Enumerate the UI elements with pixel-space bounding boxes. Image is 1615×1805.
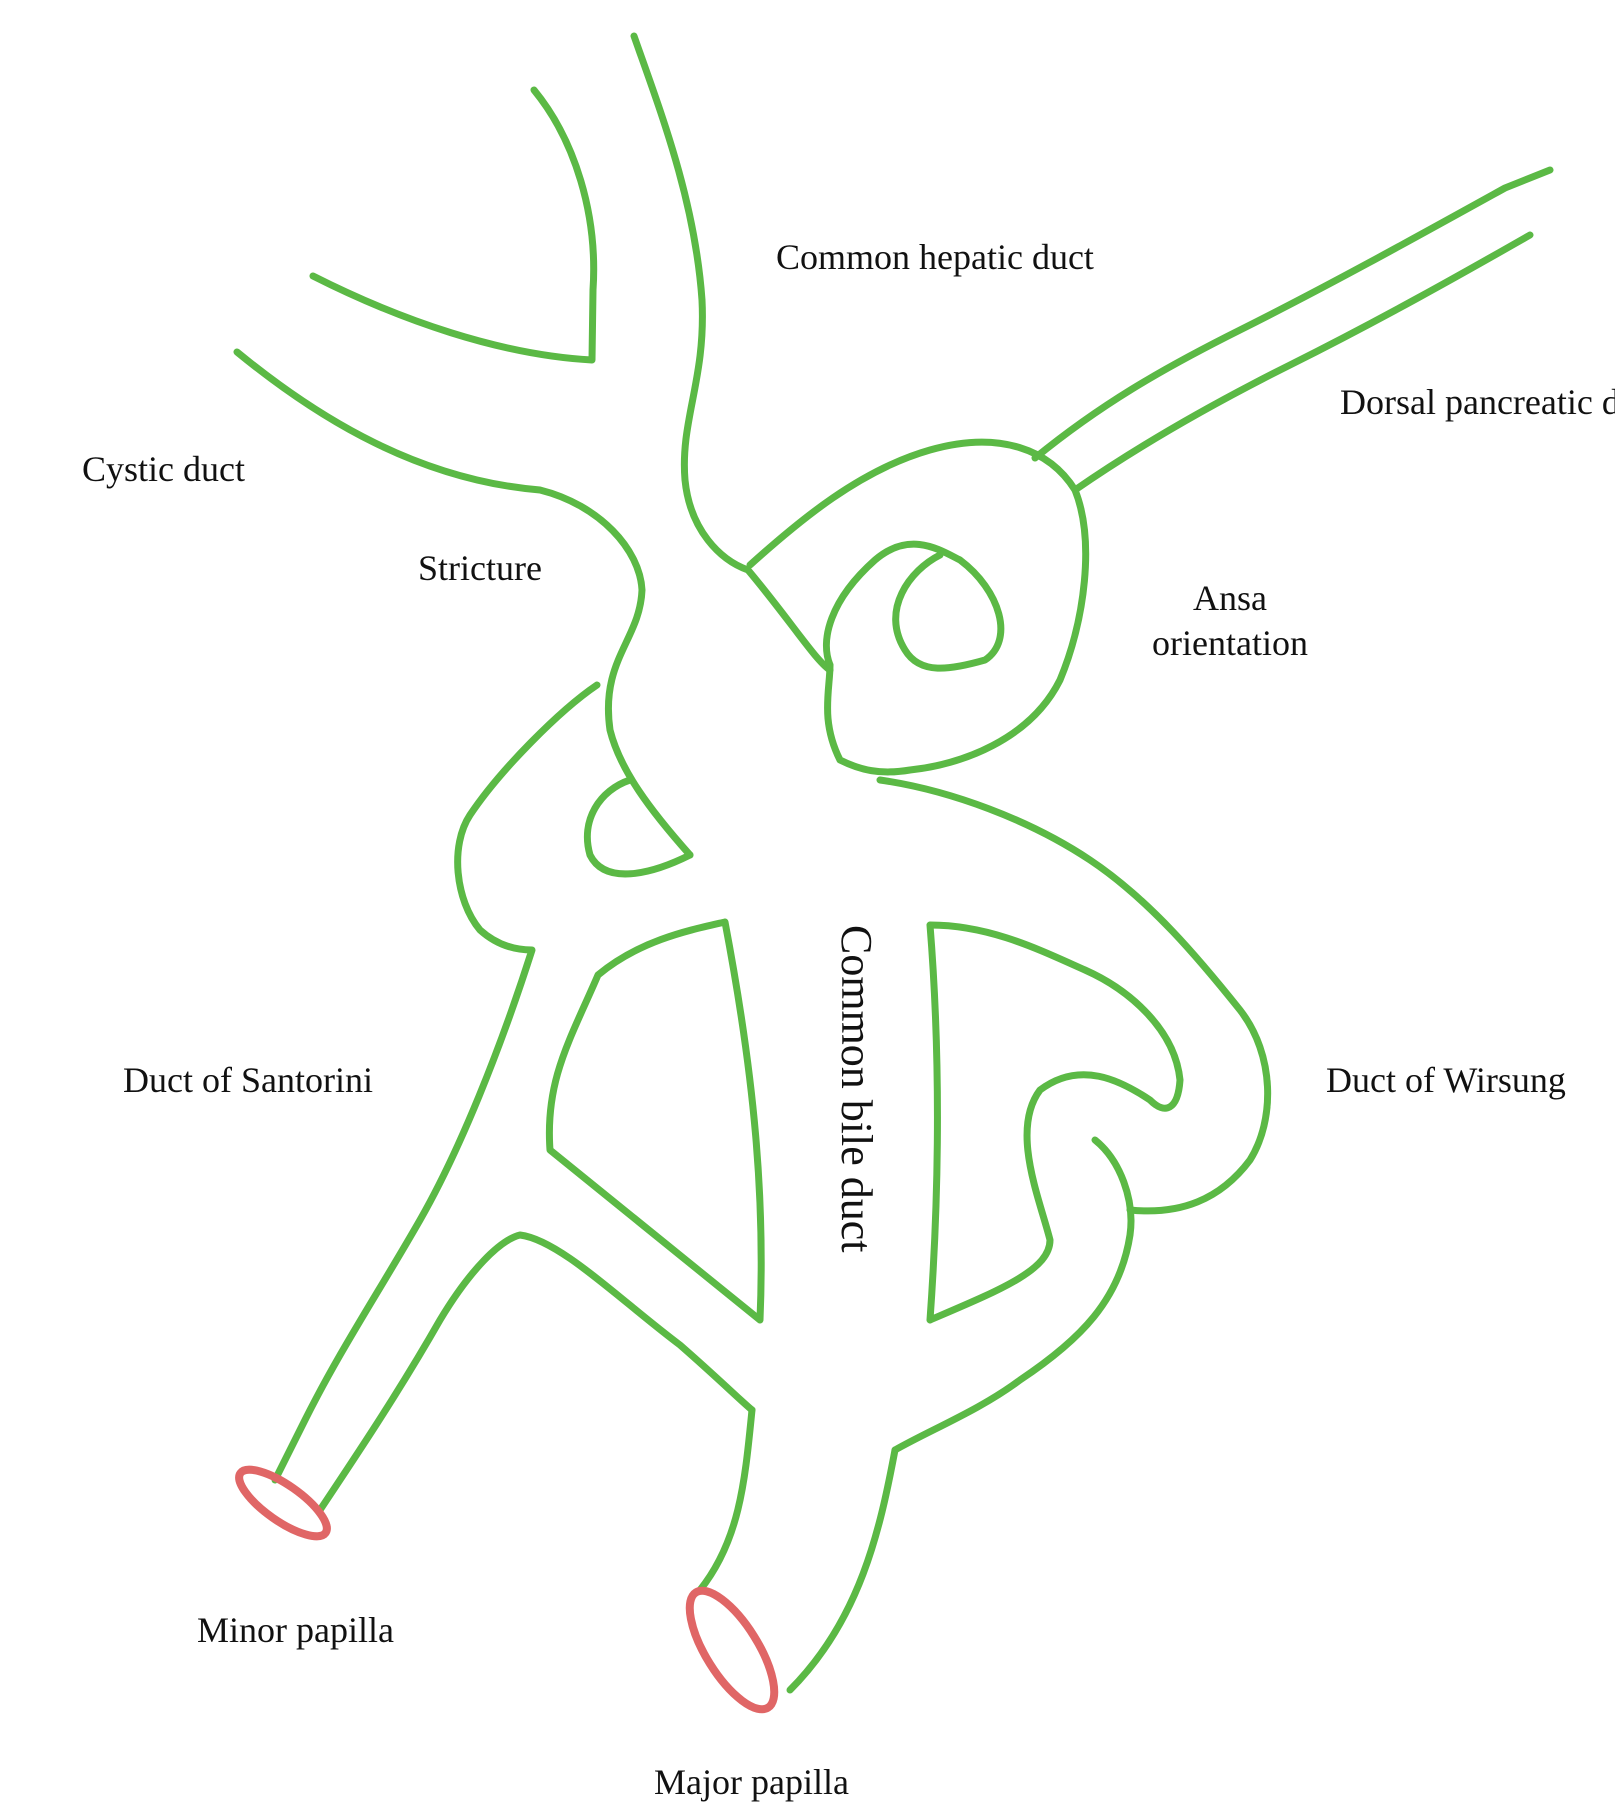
label-common-hepatic-duct: Common hepatic duct	[776, 235, 1094, 280]
ansa-inner-loop	[826, 544, 1000, 668]
cbd-lower-right-wall	[790, 1450, 895, 1690]
cbd-lower-left-wall	[700, 1410, 752, 1590]
label-cystic-duct: Cystic duct	[82, 447, 245, 492]
label-ansa-line2: orientation	[1140, 621, 1320, 666]
label-ansa-orientation: Ansa orientation	[1140, 576, 1320, 666]
label-stricture: Stricture	[418, 546, 542, 591]
label-common-bile-duct: Common bile duct	[831, 925, 882, 1253]
label-duct-of-wirsung: Duct of Wirsung	[1326, 1058, 1566, 1103]
common-hepatic-right-wall	[634, 36, 830, 670]
dorsal-pancreatic-duct-lower	[1075, 235, 1530, 490]
ansa-outer-loop	[750, 442, 1086, 772]
label-ansa-line1: Ansa	[1140, 576, 1320, 621]
inner-wall-right-triangle	[930, 925, 1180, 1320]
label-dorsal-pancreatic-duct: Dorsal pancreatic d	[1340, 380, 1615, 425]
major-papilla-ring	[674, 1579, 790, 1722]
label-major-papilla: Major papilla	[654, 1760, 849, 1805]
label-duct-of-santorini: Duct of Santorini	[123, 1058, 373, 1103]
inner-wall-left-triangle	[549, 922, 761, 1320]
label-minor-papilla: Minor papilla	[197, 1608, 394, 1653]
left-hepatic-branch-upper	[313, 90, 594, 360]
